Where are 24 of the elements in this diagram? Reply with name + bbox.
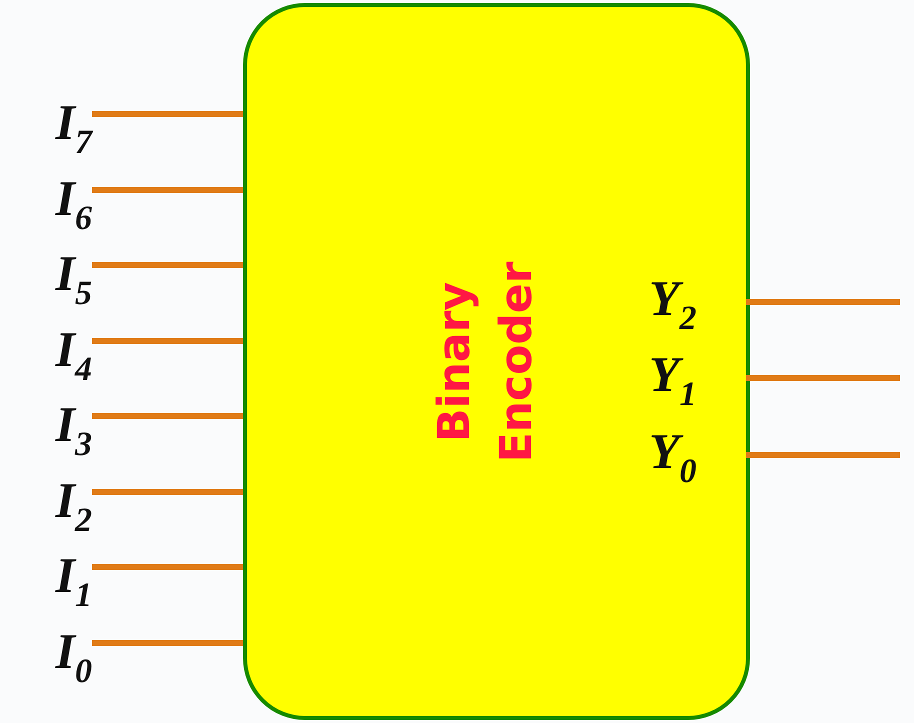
- signal-line: [746, 375, 900, 381]
- input-label: I$_{7}$: [10, 92, 92, 152]
- input-label: I$_{6}$: [10, 168, 92, 228]
- input-label: I$_{3}$: [10, 394, 92, 454]
- signal-line: [92, 187, 243, 193]
- signal-line: [92, 489, 243, 495]
- signal-line: [92, 413, 243, 419]
- signal-line: [92, 338, 243, 344]
- signal-line: [92, 564, 243, 570]
- encoder-block: [243, 3, 750, 720]
- input-label: I$_{4}$: [10, 319, 92, 379]
- signal-line: [746, 452, 900, 458]
- input-label: I$_{0}$: [10, 621, 92, 681]
- block-label: Binary Encoder: [428, 260, 543, 464]
- signal-line: [92, 262, 243, 268]
- input-label: I$_{2}$: [10, 470, 92, 530]
- output-label: Y$_{0}$: [649, 421, 746, 481]
- output-label: Y$_{1}$: [649, 344, 746, 404]
- signal-line: [92, 640, 243, 646]
- output-label: Y$_{2}$: [649, 268, 746, 328]
- signal-line: [746, 299, 900, 305]
- input-label: I$_{5}$: [10, 243, 92, 303]
- signal-line: [92, 111, 243, 117]
- input-label: I$_{1}$: [10, 545, 92, 605]
